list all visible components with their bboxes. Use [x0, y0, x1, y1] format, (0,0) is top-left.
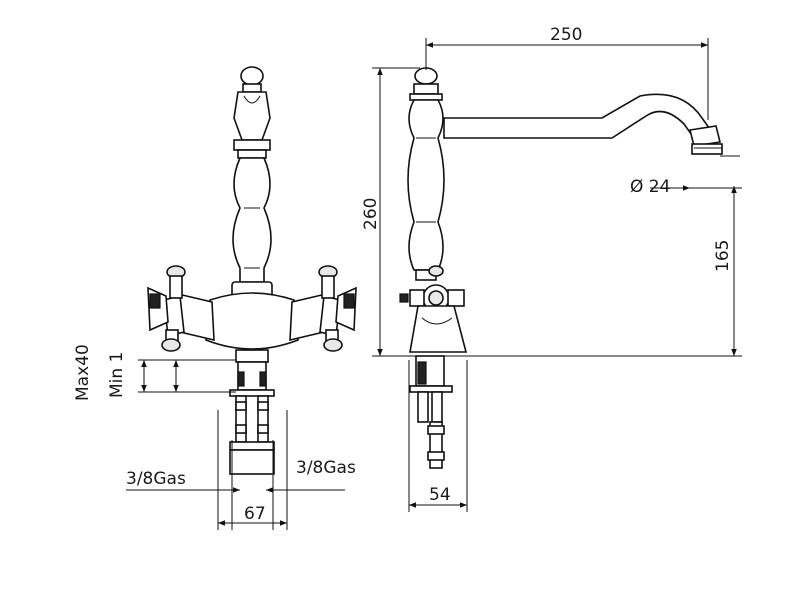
- base-width-side-label: 54: [429, 485, 451, 505]
- total-height-label: 260: [361, 198, 381, 230]
- deck-max-label: Max40: [73, 344, 93, 401]
- side-spout: [443, 93, 723, 155]
- front-view: [147, 66, 357, 475]
- connection-right-label: 3/8Gas: [296, 458, 356, 478]
- front-handle-hub: [205, 281, 299, 350]
- spout-reach-label: 250: [550, 25, 582, 45]
- connection-left-label: 3/8Gas: [126, 469, 186, 489]
- front-dimensions: Max40 Min 1 3/8Gas 3/8Gas 67: [73, 344, 356, 530]
- front-left-valve: [147, 265, 215, 352]
- side-shank: [409, 355, 453, 469]
- outlet-height-label: 165: [713, 240, 733, 272]
- side-handle: [399, 265, 468, 353]
- side-view: [399, 67, 723, 469]
- side-body-column: [407, 99, 445, 271]
- deck-min-label: Min 1: [107, 352, 127, 398]
- side-finial: [409, 67, 443, 101]
- front-right-valve: [289, 265, 357, 352]
- outlet-diameter-label: Ø 24: [630, 177, 670, 197]
- front-shank: [229, 349, 275, 475]
- base-width-front-label: 67: [244, 504, 266, 524]
- side-dimensions: 250 260 Ø 24 165 54: [361, 25, 742, 512]
- front-body-column: [232, 157, 272, 283]
- front-finial: [233, 66, 271, 159]
